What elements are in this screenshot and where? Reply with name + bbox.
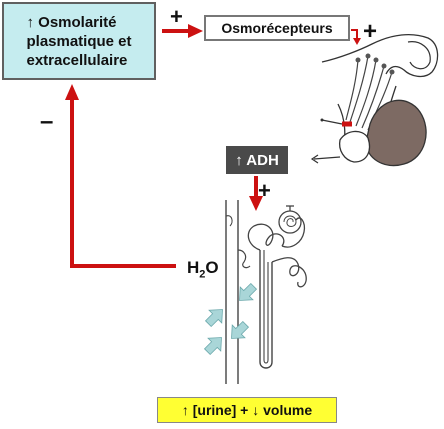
arrow-osmoreceptors-to-hypothalamus [351,29,361,45]
osmolarity-line-1: ↑ Osmolarité [26,13,117,31]
urine-result-box: ↑ [urine] + ↓ volume [157,397,337,423]
water-reabsorption-arrows [203,282,258,356]
water-label-prefix: H [187,258,200,277]
osmoreceptors-label: Osmorécepteurs [221,20,333,36]
osmoreceptors-box: Osmorécepteurs [204,15,350,41]
urine-result-label: ↑ [urine] + ↓ volume [181,402,313,418]
arrow-osmolarity-to-osmoreceptors [162,24,203,38]
nephron-illustration [225,200,307,384]
water-label: H2O [187,258,219,280]
hypothalamus-pituitary-illustration [310,33,439,167]
adh-box: ↑ ADH [226,146,288,174]
plus-sign-kidney: + [258,178,271,203]
plus-sign-osmoreceptors: + [170,4,183,29]
minus-sign-feedback: – [40,108,54,135]
water-label-subscript: 2 [199,268,206,281]
osmolarity-line-2: plasmatique et [26,32,132,50]
water-label-suffix: O [205,258,219,277]
arrow-negative-feedback [65,84,176,268]
arrow-adh-to-kidney [249,176,263,211]
adh-label: ↑ ADH [235,151,279,169]
osmolarity-line-3: extracellulaire [26,51,128,69]
plus-sign-hypothalamus: + [363,18,378,45]
plasma-osmolarity-box: ↑ Osmolarité plasmatique et extracellula… [2,2,156,80]
